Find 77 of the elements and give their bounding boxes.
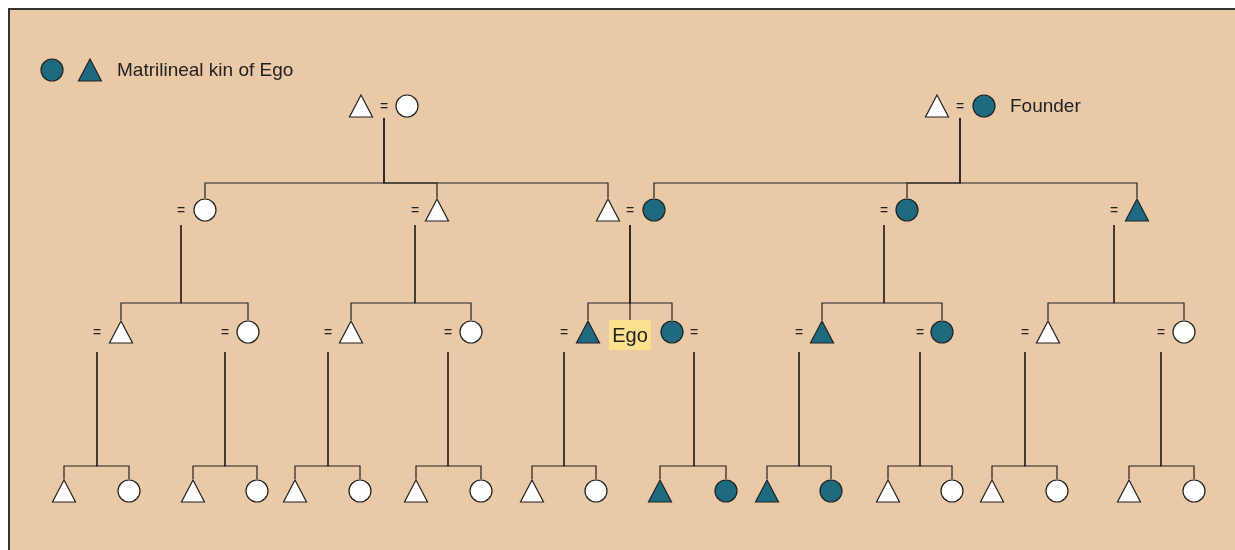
triangle-symbol [755, 479, 779, 503]
marriage-sign: = [176, 202, 186, 218]
marriage-sign: = [1020, 324, 1030, 340]
descent-line [563, 351, 597, 480]
descent-line [1024, 351, 1058, 480]
triangle-symbol [648, 479, 672, 503]
circle-symbol [193, 198, 217, 222]
triangle-symbol [576, 320, 600, 344]
triangle-symbol [876, 479, 900, 503]
marriage-sign: = [559, 324, 569, 340]
marriage-sign: = [915, 324, 925, 340]
triangle-symbol [181, 479, 205, 503]
circle-symbol [819, 479, 843, 503]
descent-line [447, 351, 482, 480]
descent-line [629, 224, 673, 321]
descent-line [1113, 224, 1185, 321]
descent-line [798, 351, 832, 480]
triangle-symbol [339, 320, 363, 344]
circle-symbol [459, 320, 483, 344]
triangle-symbol [596, 198, 620, 222]
circle-symbol [348, 479, 372, 503]
circle-symbol [584, 479, 608, 503]
circle-symbol [895, 198, 919, 222]
marriage-sign: = [794, 324, 804, 340]
descent-line [383, 117, 609, 199]
marriage-sign: = [220, 324, 230, 340]
circle-symbol [642, 198, 666, 222]
triangle-symbol [283, 479, 307, 503]
descent-line [224, 351, 258, 480]
descent-line [959, 117, 1138, 199]
descent-line [327, 351, 361, 480]
descent-line [883, 224, 943, 321]
triangle-symbol [980, 479, 1004, 503]
marriage-sign: = [955, 98, 965, 114]
legend-text: Matrilineal kin of Ego [117, 59, 294, 81]
triangle-symbol [1036, 320, 1060, 344]
marriage-sign: = [379, 98, 389, 114]
triangle-symbol [810, 320, 834, 344]
marriage-sign: = [323, 324, 333, 340]
circle-symbol [469, 479, 493, 503]
triangle-symbol [1125, 198, 1149, 222]
marriage-sign: = [625, 202, 635, 218]
marriage-sign: = [1156, 324, 1166, 340]
descent-line [414, 224, 472, 321]
descent-line [919, 351, 953, 480]
descent-line [693, 351, 727, 480]
descent-line [1160, 351, 1195, 480]
circle-symbol [660, 320, 684, 344]
triangle-symbol [1117, 479, 1141, 503]
circle-symbol [1172, 320, 1196, 344]
marriage-sign: = [1109, 202, 1119, 218]
marriage-sign: = [443, 324, 453, 340]
marriage-sign: = [92, 324, 102, 340]
marriage-sign: = [689, 324, 699, 340]
triangle-symbol [404, 479, 428, 503]
descent-line [180, 224, 249, 321]
triangle-symbol [349, 94, 373, 118]
circle-symbol [1182, 479, 1206, 503]
circle-symbol [236, 320, 260, 344]
circle-symbol [940, 479, 964, 503]
circle-symbol [395, 94, 419, 118]
triangle-symbol [425, 198, 449, 222]
triangle-symbol [109, 320, 133, 344]
triangle-symbol [520, 479, 544, 503]
circle-symbol [972, 94, 996, 118]
marriage-sign: = [879, 202, 889, 218]
circle-symbol [117, 479, 141, 503]
circle-symbol [930, 320, 954, 344]
circle-symbol [714, 479, 738, 503]
triangle-symbol [925, 94, 949, 118]
highlighted-label: Ego [609, 320, 651, 350]
triangle-symbol [52, 479, 76, 503]
marriage-sign: = [410, 202, 420, 218]
circle-symbol [1045, 479, 1069, 503]
circle-symbol [245, 479, 269, 503]
founder-label: Founder [1010, 95, 1081, 117]
descent-line [96, 351, 130, 480]
